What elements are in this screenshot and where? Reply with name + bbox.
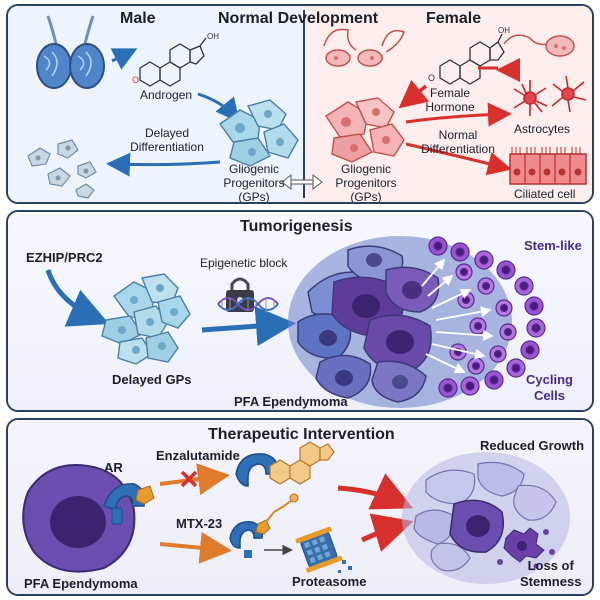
normal-development-panel: O OH: [6, 4, 594, 204]
therapy-illustration: [22, 441, 570, 584]
tumorigenesis-illustration: [45, 236, 546, 408]
delayed-gps-label: Delayed GPs: [112, 372, 192, 387]
mtx-23-label: MTX-23: [176, 516, 223, 531]
sex-divider: [303, 10, 305, 198]
male-title: Male: [120, 10, 156, 27]
therapeutic-intervention-title: Therapeutic Intervention: [208, 426, 395, 443]
tumorigenesis-panel: Tumorigenesis EZHIP/PRC2 Epigenetic bloc…: [6, 210, 594, 412]
bidirectional-arrow-icon: [281, 173, 323, 191]
degraded-fragments: [338, 560, 352, 573]
pfa-ependymoma-cell: [22, 464, 136, 573]
normal-development-title: Normal Development: [218, 10, 379, 27]
androgen-label: Androgen: [140, 88, 193, 102]
mtx-bound-receptor-icon: [229, 493, 299, 558]
enzalutamide-molecule-icon: [269, 441, 335, 485]
cycling-cells: [428, 236, 546, 398]
therapeutic-intervention-panel: Therapeutic Intervention AR Enzalutamide…: [6, 418, 594, 596]
svg-text:OH: OH: [498, 26, 510, 35]
delayed-differentiation-cells: [27, 139, 97, 199]
radiating-arrows: [421, 258, 494, 374]
pfa-ependymoma-label: PFA Ependymoma: [234, 394, 348, 409]
tumorigenesis-title: Tumorigenesis: [240, 218, 353, 235]
testes-icon: [36, 15, 105, 89]
ezhip-prc2-label: EZHIP/PRC2: [26, 250, 103, 265]
normal-development-illustration: O OH: [27, 15, 587, 199]
enzalutamide-label: Enzalutamide: [156, 448, 240, 463]
pfa-ependymoma-therapy-label: PFA Ependymoma: [24, 576, 138, 591]
ciliated-cell-label: Ciliated cell: [514, 187, 576, 201]
block-x-icon: [180, 470, 198, 488]
astrocyte-icon: [513, 75, 587, 116]
gliogenic-progenitor-cluster-male: [219, 99, 299, 167]
reduced-tumor: [402, 452, 570, 584]
androgen-molecule-icon: [139, 37, 207, 87]
gliogenic-progenitor-cluster-female: [325, 97, 405, 163]
delayed-gp-cluster: [101, 273, 191, 365]
proteasome-icon: [295, 526, 343, 573]
svg-text:O: O: [132, 75, 139, 85]
stem-like-label: Stem-like: [524, 238, 582, 253]
proteasome-label: Proteasome: [292, 574, 367, 589]
ovary-uterus-icon-2: [503, 34, 575, 57]
epigenetic-block-label: Epigenetic block: [200, 256, 288, 270]
ciliated-cell-icon: [509, 147, 587, 185]
androgen-receptor-icon: [103, 483, 155, 525]
ar-bound-receptor-icon: [235, 453, 279, 487]
svg-text:O: O: [428, 73, 435, 83]
steroid-oh-label: OH: [207, 32, 219, 41]
female-hormone-molecule-icon: [439, 33, 505, 85]
ar-label: AR: [104, 460, 123, 475]
ovary-uterus-icon: [323, 28, 405, 67]
reduced-growth-label: Reduced Growth: [480, 438, 585, 453]
astrocytes-label: Astrocytes: [514, 122, 571, 136]
female-title: Female: [426, 10, 482, 27]
